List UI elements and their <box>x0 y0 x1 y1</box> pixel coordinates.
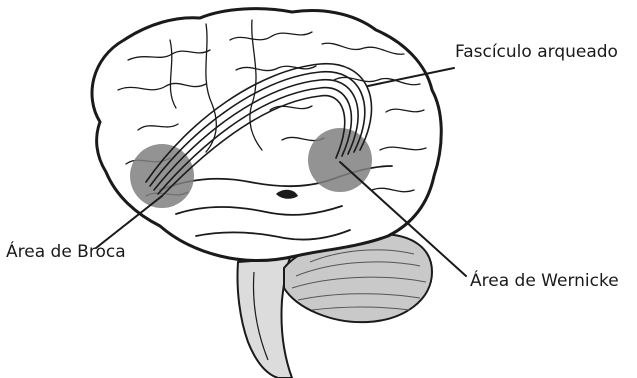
broca-label: Área de Broca <box>6 244 126 261</box>
wernicke-label: Área de Wernicke <box>470 273 619 290</box>
fasciculo-label: Fascículo arqueado <box>455 44 618 61</box>
broca-area-marker <box>130 144 194 208</box>
cerebrum <box>92 9 441 261</box>
